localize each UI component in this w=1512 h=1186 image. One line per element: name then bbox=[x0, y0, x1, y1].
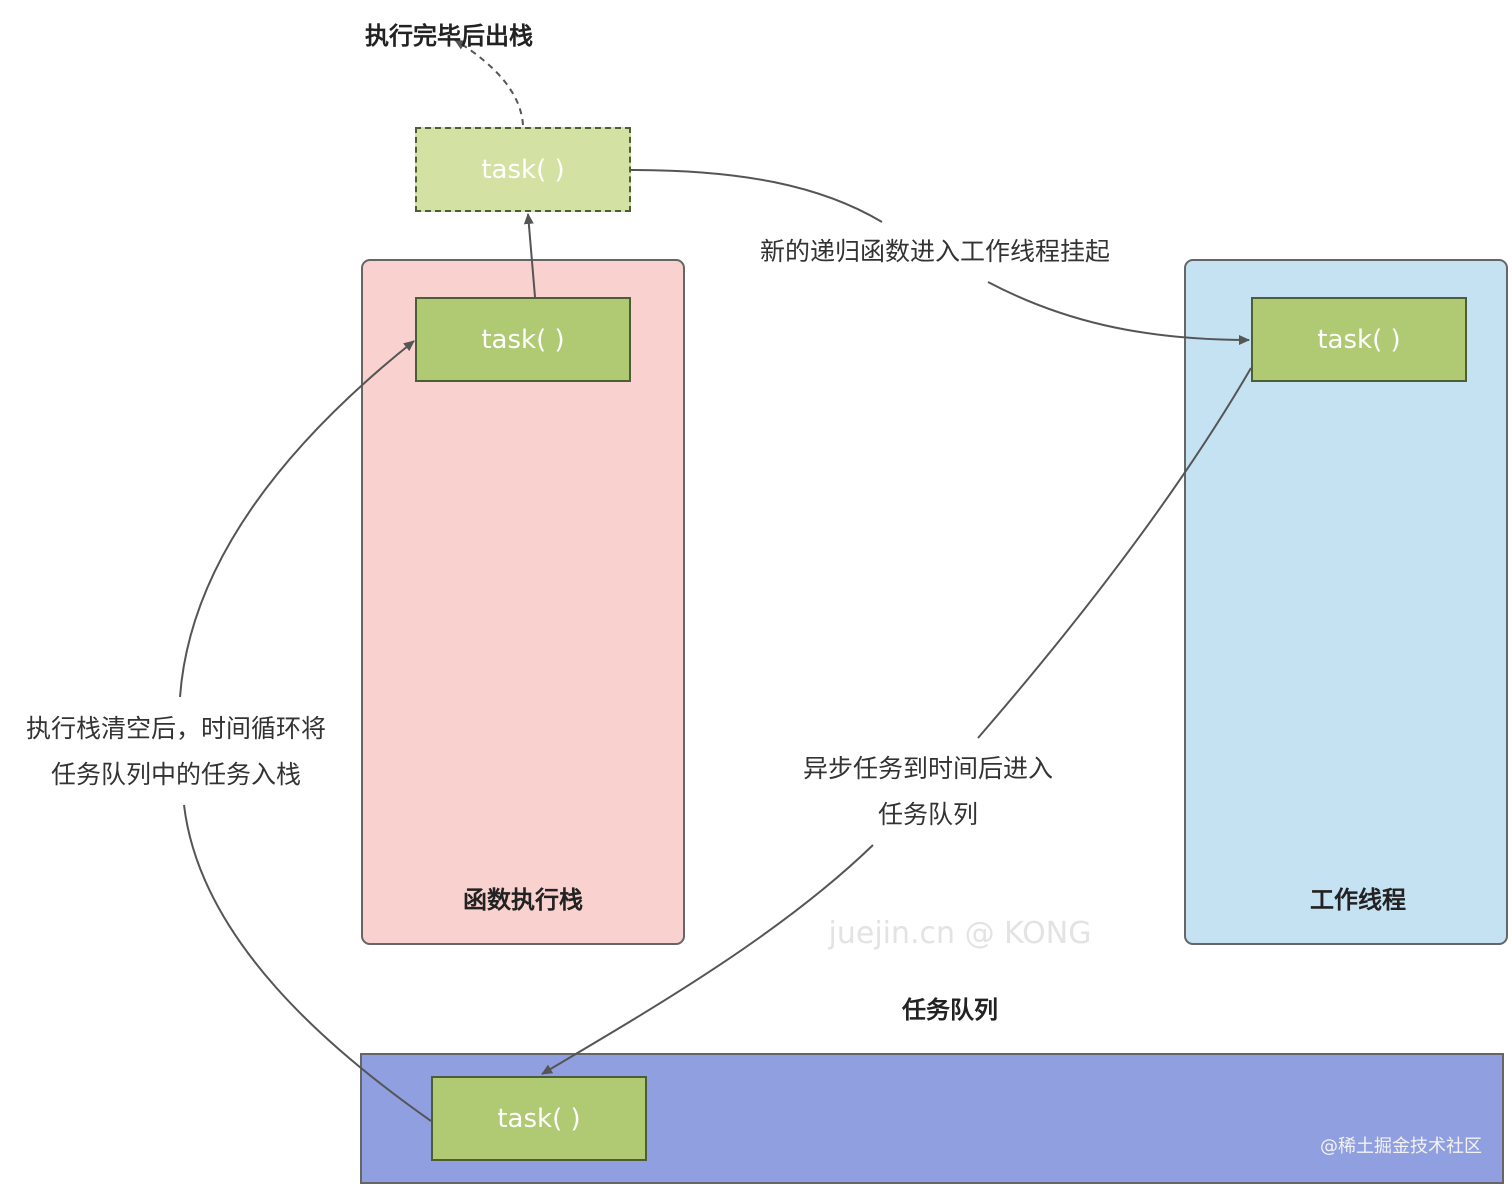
async-label-line-2: 任务队列 bbox=[877, 800, 979, 829]
watermark: juejin.cn @ KONG bbox=[828, 916, 1092, 951]
stack-task-label: task( ) bbox=[481, 324, 565, 355]
stack-panel-title: 函数执行栈 bbox=[463, 886, 583, 914]
suspend-arrow-lower bbox=[987, 281, 1250, 345]
thread-panel-title: 工作线程 bbox=[1310, 886, 1406, 914]
async-edge-label: 异步任务到时间后进入 任务队列 bbox=[803, 746, 1053, 838]
queue-panel-title: 任务队列 bbox=[902, 996, 998, 1024]
thread-task-label: task( ) bbox=[1317, 324, 1401, 355]
async-label-line-1: 异步任务到时间后进入 bbox=[802, 754, 1054, 783]
loop-arrow-lower bbox=[183, 804, 432, 1122]
loop-arrow-upper bbox=[179, 340, 415, 698]
async-arrow-upper bbox=[977, 367, 1252, 739]
popped-task-node: task( ) bbox=[415, 127, 631, 212]
queue-task-node: task( ) bbox=[431, 1076, 647, 1161]
event-loop-edge-label: 执行栈清空后，时间循环将 任务队列中的任务入栈 bbox=[26, 706, 326, 798]
suspend-arrow-upper bbox=[630, 169, 883, 223]
stack-task-node: task( ) bbox=[415, 297, 631, 382]
popped-task-label: task( ) bbox=[481, 154, 565, 185]
pop-title: 执行完毕后出栈 bbox=[365, 22, 533, 50]
queue-task-label: task( ) bbox=[497, 1103, 581, 1134]
event-loop-label-line-1: 执行栈清空后，时间循环将 bbox=[25, 714, 327, 743]
thread-task-node: task( ) bbox=[1251, 297, 1467, 382]
suspend-edge-label: 新的递归函数进入工作线程挂起 bbox=[759, 237, 1111, 266]
pop-out-arrow bbox=[454, 39, 524, 126]
stack-to-pop-arrow bbox=[523, 213, 536, 298]
event-loop-label-line-2: 任务队列中的任务入栈 bbox=[50, 760, 302, 789]
async-arrow-lower bbox=[541, 844, 874, 1075]
brand-watermark: @稀土掘金技术社区 bbox=[1320, 1136, 1482, 1157]
